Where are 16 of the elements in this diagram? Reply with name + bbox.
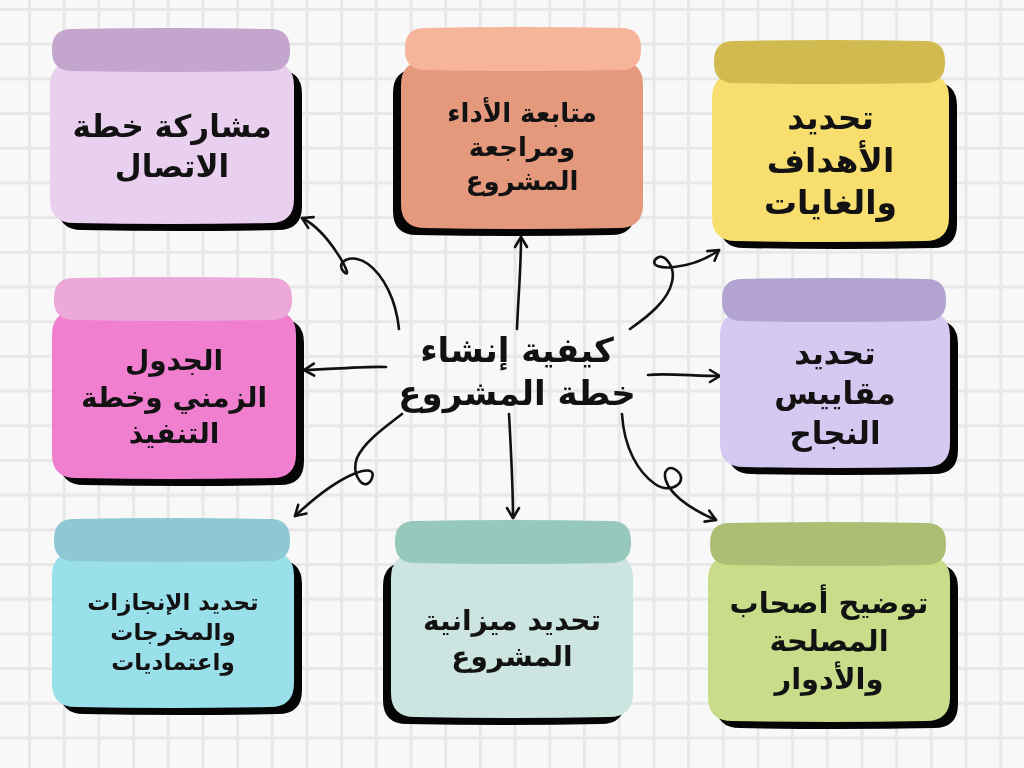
step-text: تحديد مقاييس النجاح (773, 333, 897, 454)
topic-title: كيفية إنشاء خطة المشروع (386, 328, 648, 414)
curly-arrow (620, 412, 718, 523)
arrow (646, 368, 722, 384)
arrow (513, 235, 529, 331)
arrow (505, 412, 521, 520)
step-text: تحديد الإنجازات والمخرجات واعتماديات (86, 588, 260, 678)
curly-arrow (293, 412, 404, 518)
step-text: توضيح أصحاب المصلحة والأدوار (728, 585, 930, 698)
step-text: الجدول الزمني وخطة التنفيذ (79, 343, 269, 453)
step-text: متابعة الأداء ومراجعة المشروع (446, 97, 598, 199)
curly-arrow (628, 248, 721, 331)
step-text: تحديد الأهداف والغايات (762, 96, 899, 225)
curly-arrow (300, 216, 401, 331)
step-text: تحديد ميزانية المشروع (422, 602, 602, 675)
step-text: مشاركة خطة الاتصال (71, 106, 273, 186)
